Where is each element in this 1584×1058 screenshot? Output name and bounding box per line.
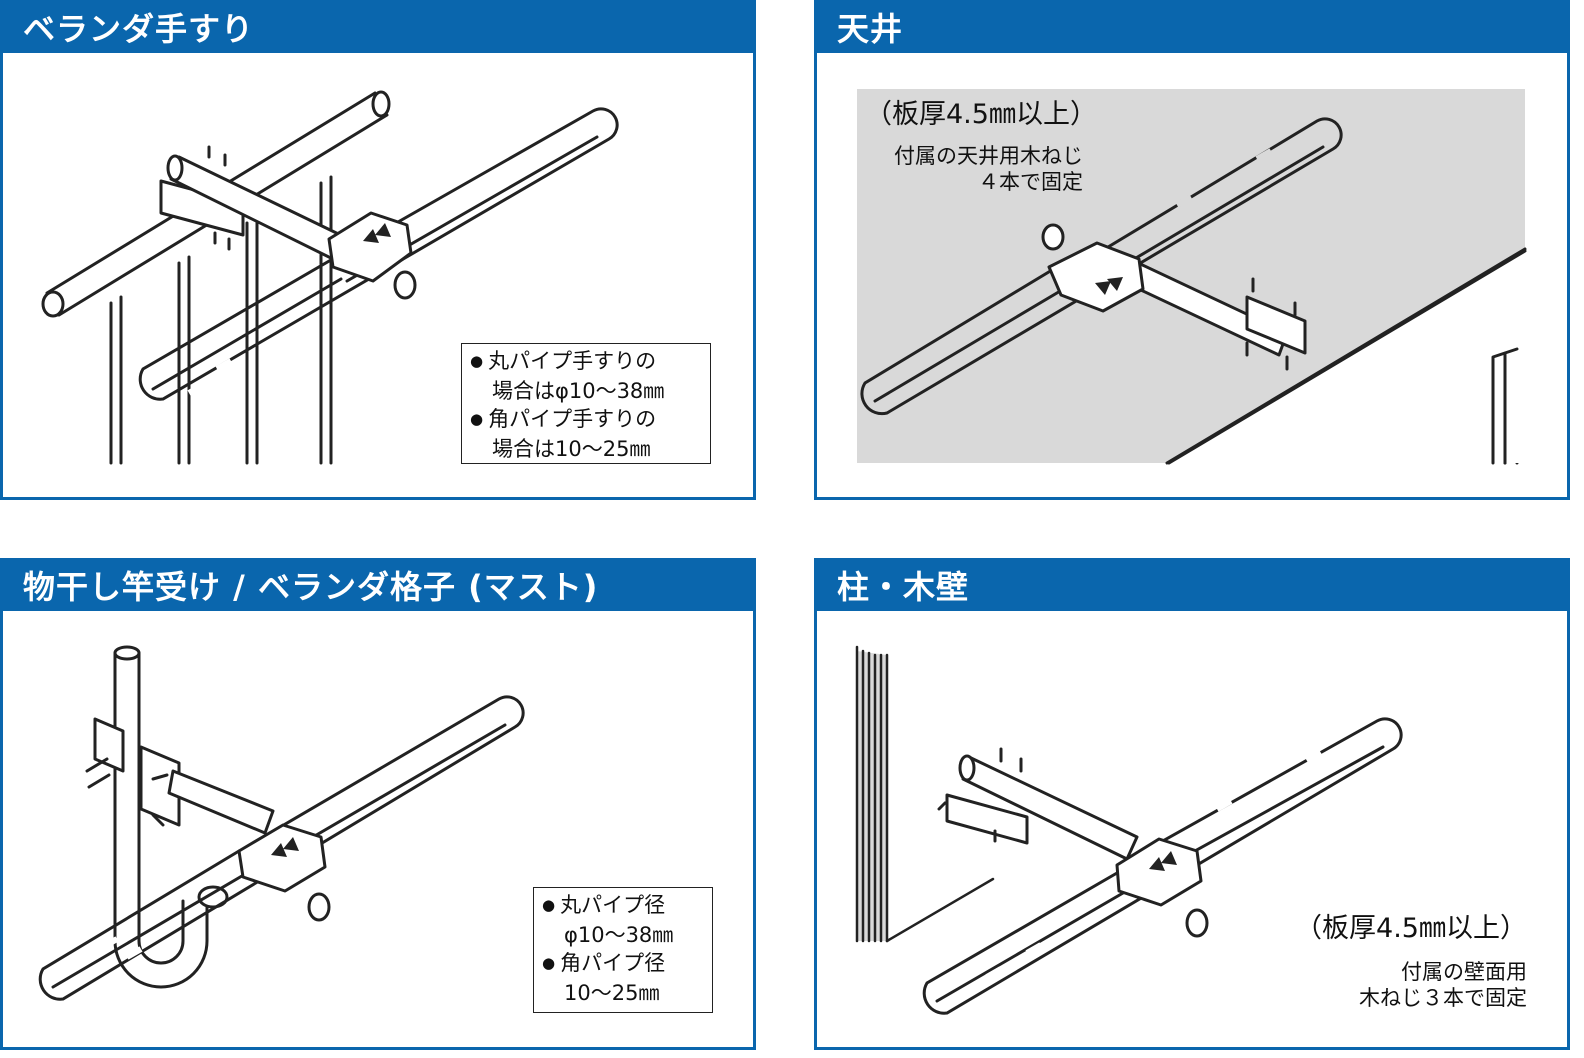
railing-drawing <box>41 90 619 465</box>
spec-note: 丸パイプ径 φ10〜38㎜ 角パイプ径 10〜25㎜ <box>533 887 713 1013</box>
note-line: 丸パイプ径 <box>542 891 704 921</box>
note-line: 場合はφ10〜38㎜ <box>492 379 665 403</box>
panel-wall: 柱・木壁 <box>814 558 1570 1050</box>
note-line: 角パイプ手すりの <box>470 405 702 435</box>
thickness-label: （板厚4.5㎜以上） <box>1295 913 1527 944</box>
panel-header: ベランダ手すり <box>3 3 753 53</box>
wall-drawing <box>855 645 1403 1015</box>
note-line: 場合は10〜25㎜ <box>492 437 651 461</box>
panel-title: 柱・木壁 <box>837 568 970 606</box>
thickness-label: （板厚4.5㎜以上） <box>865 99 1097 130</box>
panel-header: 物干し竿受け / ベランダ格子 (マスト) <box>3 561 753 611</box>
note-line: 10〜25㎜ <box>564 981 660 1005</box>
panel-header: 柱・木壁 <box>817 561 1567 611</box>
panel-header: 天井 <box>817 3 1567 53</box>
panel-title: 物干し竿受け / ベランダ格子 (マスト) <box>23 568 599 606</box>
note-line: 丸パイプ手すりの <box>470 347 702 377</box>
screw-label: 付属の天井用木ねじ <box>894 144 1083 168</box>
panel-veranda-railing: ベランダ手すり <box>0 0 756 500</box>
panel-illustration: 丸パイプ手すりの 場合はφ10〜38㎜ 角パイプ手すりの 場合は10〜25㎜ <box>3 53 753 497</box>
panel-illustration: （板厚4.5㎜以上） 付属の壁面用 木ねじ３本で固定 <box>817 611 1567 1047</box>
ceiling-drawing <box>857 89 1527 465</box>
mast-drawing <box>38 645 525 1001</box>
panel-mast: 物干し竿受け / ベランダ格子 (マスト) <box>0 558 756 1050</box>
panel-title: 天井 <box>837 10 904 48</box>
panel-illustration: 丸パイプ径 φ10〜38㎜ 角パイプ径 10〜25㎜ <box>3 611 753 1047</box>
note-line: 角パイプ径 <box>542 949 704 979</box>
panel-illustration: （板厚4.5㎜以上） 付属の天井用木ねじ ４本で固定 <box>817 53 1567 497</box>
spec-note: 丸パイプ手すりの 場合はφ10〜38㎜ 角パイプ手すりの 場合は10〜25㎜ <box>461 343 711 464</box>
note-line: φ10〜38㎜ <box>564 923 674 947</box>
screw-label: 木ねじ３本で固定 <box>1359 986 1527 1010</box>
panel-title: ベランダ手すり <box>23 10 255 48</box>
screw-label: ４本で固定 <box>978 170 1083 194</box>
panel-ceiling: 天井 <box>814 0 1570 500</box>
screw-label: 付属の壁面用 <box>1401 960 1527 984</box>
